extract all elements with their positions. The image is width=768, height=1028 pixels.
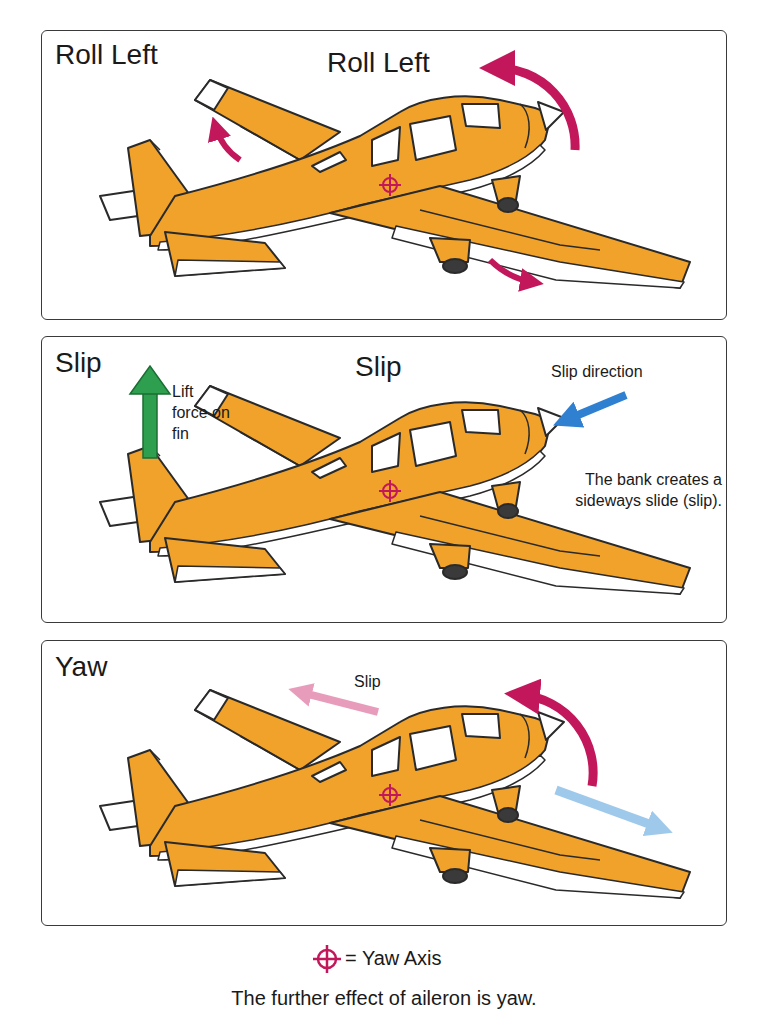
airplane xyxy=(100,690,690,898)
airplane-yaw xyxy=(100,690,690,898)
airplane xyxy=(100,80,690,288)
panel-title: Roll Left xyxy=(327,45,430,81)
panel-heading: Roll Left xyxy=(55,37,158,73)
caption: The further effect of aileron is yaw. xyxy=(0,985,768,1011)
panel-box: Yaw xyxy=(41,640,727,926)
panel-heading: Slip xyxy=(55,345,102,381)
note-text: The bank creates a sideways slide (slip)… xyxy=(520,470,722,512)
arrow-label: Slip direction xyxy=(551,362,701,383)
legend-text: = Yaw Axis xyxy=(345,945,442,971)
yaw-axis-symbol xyxy=(313,945,341,973)
yaw-arrow xyxy=(522,695,593,786)
panel-heading: Yaw xyxy=(55,649,107,685)
roll-arrow xyxy=(497,68,575,150)
slip-arrow xyxy=(300,692,378,712)
slip-direction-arrow xyxy=(566,395,626,420)
panel-box: Roll Left Roll Left xyxy=(41,30,727,320)
force-label: Lift force on fin xyxy=(172,382,230,444)
panel-title: Slip xyxy=(355,349,402,385)
lift-arrow-shaft xyxy=(143,392,157,458)
aileron-up-arrow xyxy=(216,128,240,160)
arrow-label: Slip xyxy=(354,672,424,693)
airplane-roll xyxy=(100,68,690,288)
sideslip-arrow xyxy=(556,790,660,828)
aileron-down-arrow xyxy=(490,260,532,282)
lift-arrow-head xyxy=(130,366,170,394)
